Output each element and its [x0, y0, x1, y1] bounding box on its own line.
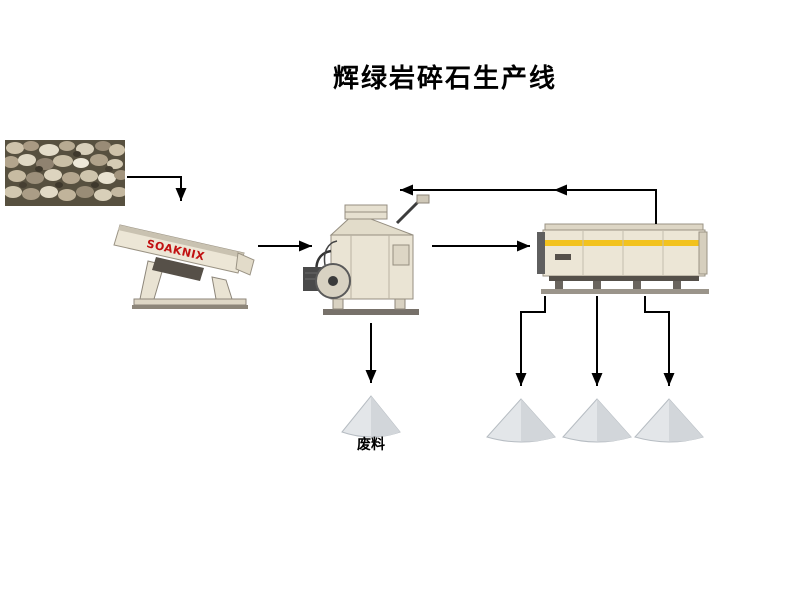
waste-label: 废料 [357, 437, 385, 453]
product-stockpile-cone-1 [486, 398, 556, 443]
crusher-illustration [303, 194, 430, 315]
arrow-screen-to-product-3 [644, 296, 675, 386]
arrow-screen-to-product-1 [515, 296, 546, 386]
product-stockpile-cone-2 [562, 398, 632, 443]
screen-yellow-stripe [543, 240, 705, 246]
vibrating-screen [537, 223, 709, 294]
feeder-illustration: SOAKNIX [113, 224, 255, 309]
crusher [303, 194, 430, 315]
arrow-raw-to-feeder [127, 176, 187, 201]
vibrating-feeder: SOAKNIX [113, 224, 255, 309]
page-title: 辉绿岩碎石生产线 [332, 64, 557, 94]
product-stockpile-cone-3 [634, 398, 704, 443]
raw-material-photo [5, 140, 125, 206]
gravel-texture [5, 140, 125, 206]
waste-stockpile-cone [341, 395, 401, 438]
screen-illustration [537, 223, 709, 294]
